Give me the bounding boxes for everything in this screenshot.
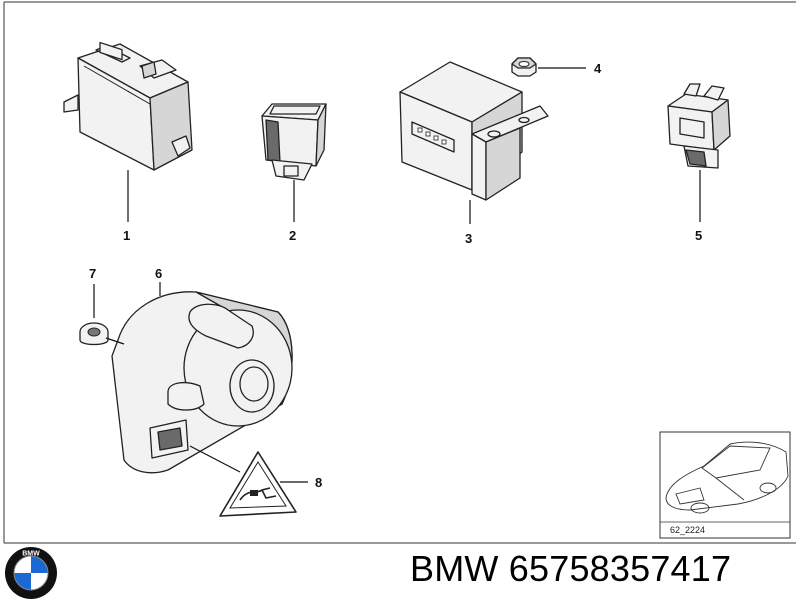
vehicle-location-inset: 62_2224 (659, 431, 791, 539)
part-1-control-module (63, 41, 193, 171)
bmw-roundel-logo: BMW (4, 546, 58, 600)
part-4-nut (511, 57, 537, 77)
part-2-switch (261, 103, 327, 181)
callout-3: 3 (465, 231, 472, 246)
part-7-grommet (79, 322, 109, 346)
svg-text:BMW: BMW (22, 551, 40, 558)
part-3-relay-bracket (399, 61, 549, 201)
callout-7: 7 (89, 266, 96, 281)
part-number-title: BMW 65758357417 (410, 548, 732, 589)
inset-reference-code: 62_2224 (670, 525, 705, 535)
leader-line-7b (105, 337, 125, 345)
callout-5: 5 (695, 228, 702, 243)
car-outline-icon (665, 441, 789, 514)
callout-4: 4 (594, 61, 602, 76)
leader-line-8 (189, 445, 241, 473)
callout-2: 2 (289, 228, 296, 243)
part-6-siren-unit (111, 291, 293, 474)
callout-1: 1 (123, 228, 130, 243)
callout-8: 8 (315, 475, 322, 490)
callout-6: 6 (155, 266, 162, 281)
part-5-sensor (667, 83, 731, 169)
part-8-warning-label (219, 451, 297, 517)
